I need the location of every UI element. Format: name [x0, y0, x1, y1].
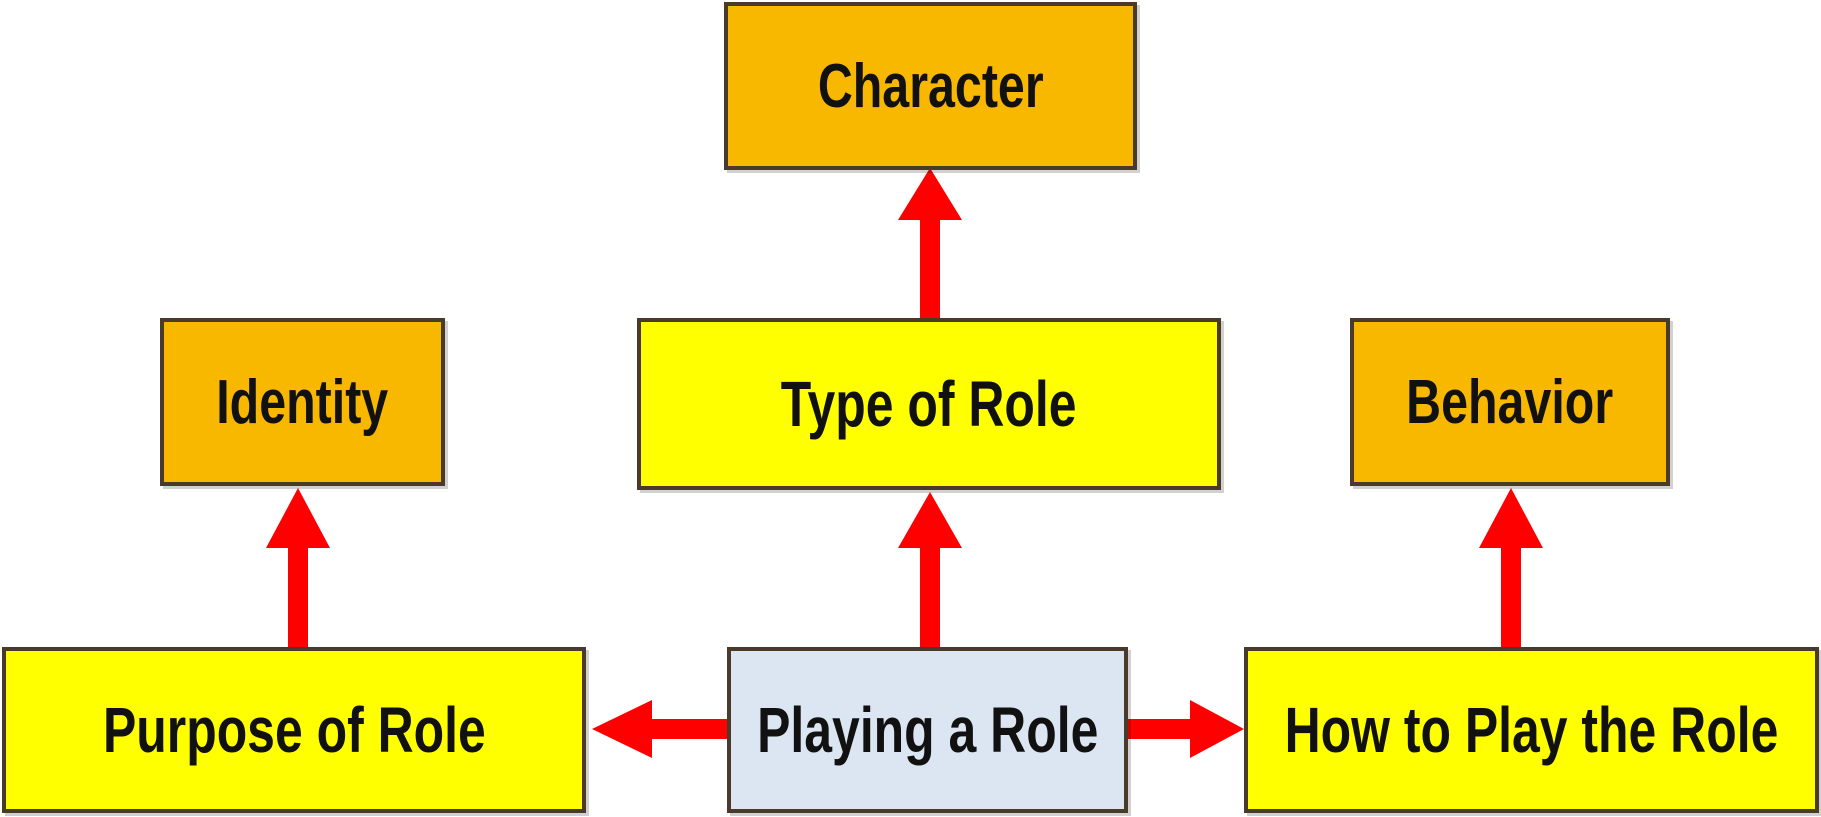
node-how-to-play-the-role: How to Play the Role [1244, 647, 1819, 813]
node-purpose-of-role: Purpose of Role [2, 647, 586, 813]
arrow-howto-to-behavior [1479, 488, 1543, 647]
arrow-playing-to-howto [1128, 700, 1244, 758]
arrow-type-to-character [898, 168, 962, 318]
arrow-playing-to-type [898, 492, 962, 647]
node-playing-a-role: Playing a Role [727, 647, 1128, 813]
node-how-to-play-the-role-label: How to Play the Role [1284, 694, 1779, 766]
node-character: Character [724, 2, 1137, 170]
node-playing-a-role-label: Playing a Role [756, 694, 1099, 766]
node-type-of-role-label: Type of Role [781, 368, 1077, 440]
node-character-label: Character [817, 51, 1044, 121]
node-behavior-label: Behavior [1406, 367, 1614, 437]
node-identity-label: Identity [216, 367, 389, 437]
node-type-of-role: Type of Role [637, 318, 1221, 490]
arrow-purpose-to-identity [266, 488, 330, 647]
node-purpose-of-role-label: Purpose of Role [102, 694, 486, 766]
node-behavior: Behavior [1350, 318, 1670, 486]
arrow-playing-to-purpose [592, 700, 727, 758]
node-identity: Identity [160, 318, 445, 486]
